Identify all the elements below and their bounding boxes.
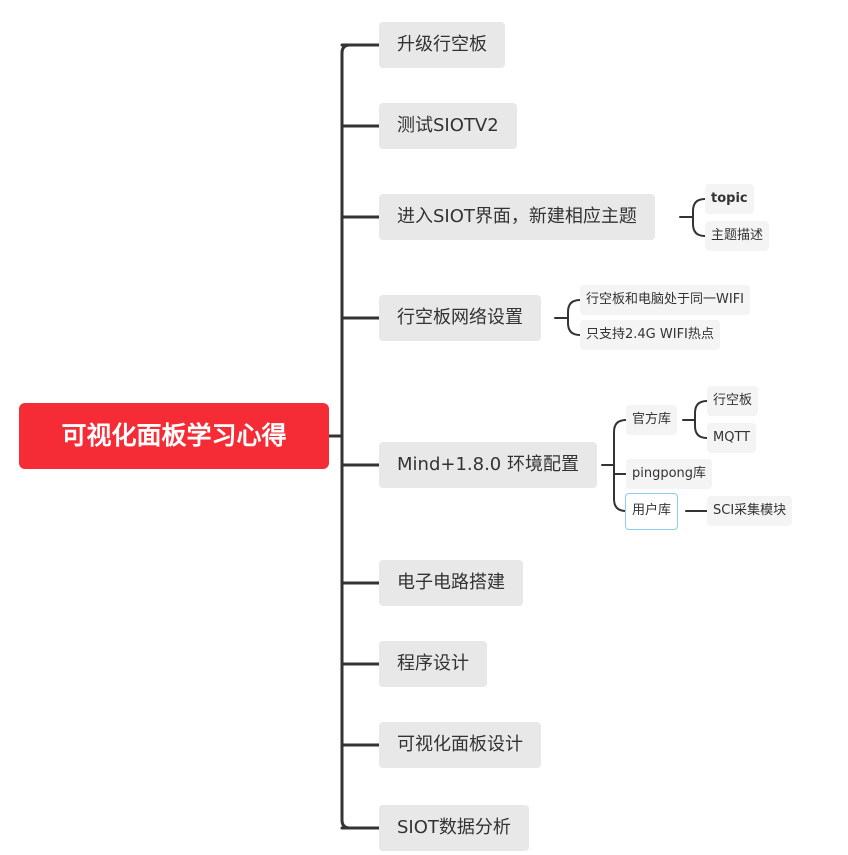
topic-siot-create-topic[interactable]: 进入SIOT界面，新建相应主题 [379, 194, 655, 240]
subtopic-topic-description[interactable]: 主题描述 [705, 221, 770, 251]
subtopic-pingpong-lib[interactable]: pingpong库 [626, 459, 713, 489]
branch-official-lib-bracket [694, 400, 708, 439]
subtopic-user-lib[interactable]: 用户库 [625, 493, 679, 530]
topic-panel-design[interactable]: 可视化面板设计 [379, 722, 541, 768]
subtopic-unihiker[interactable]: 行空板 [707, 386, 759, 416]
topic-upgrade-board[interactable]: 升级行空板 [379, 22, 505, 68]
main-spine [340, 43, 352, 830]
subtopic-same-wifi[interactable]: 行空板和电脑处于同一WIFI [580, 285, 750, 315]
branch-topic-5-bracket [613, 419, 627, 512]
topic-circuit-build[interactable]: 电子电路搭建 [379, 560, 523, 606]
topic-network-settings[interactable]: 行空板网络设置 [379, 295, 541, 341]
subtopic-wifi-2g-only[interactable]: 只支持2.4G WIFI热点 [580, 320, 720, 350]
subtopic-sci-module[interactable]: SCI采集模块 [707, 496, 793, 526]
subtopic-topic[interactable]: topic [705, 184, 754, 214]
topic-mind-env-config[interactable]: Mind+1.8.0 环境配置 [379, 442, 597, 488]
topic-test-siot[interactable]: 测试SIOTV2 [379, 103, 517, 149]
subtopic-mqtt[interactable]: MQTT [707, 423, 757, 453]
root-topic[interactable]: 可视化面板学习心得 [19, 403, 329, 469]
branch-topic-3-bracket [692, 198, 706, 237]
branch-topic-4-bracket [567, 299, 581, 336]
topic-siot-analysis[interactable]: SIOT数据分析 [379, 805, 529, 851]
subtopic-official-lib[interactable]: 官方库 [626, 405, 678, 435]
topic-program-design[interactable]: 程序设计 [379, 641, 487, 687]
